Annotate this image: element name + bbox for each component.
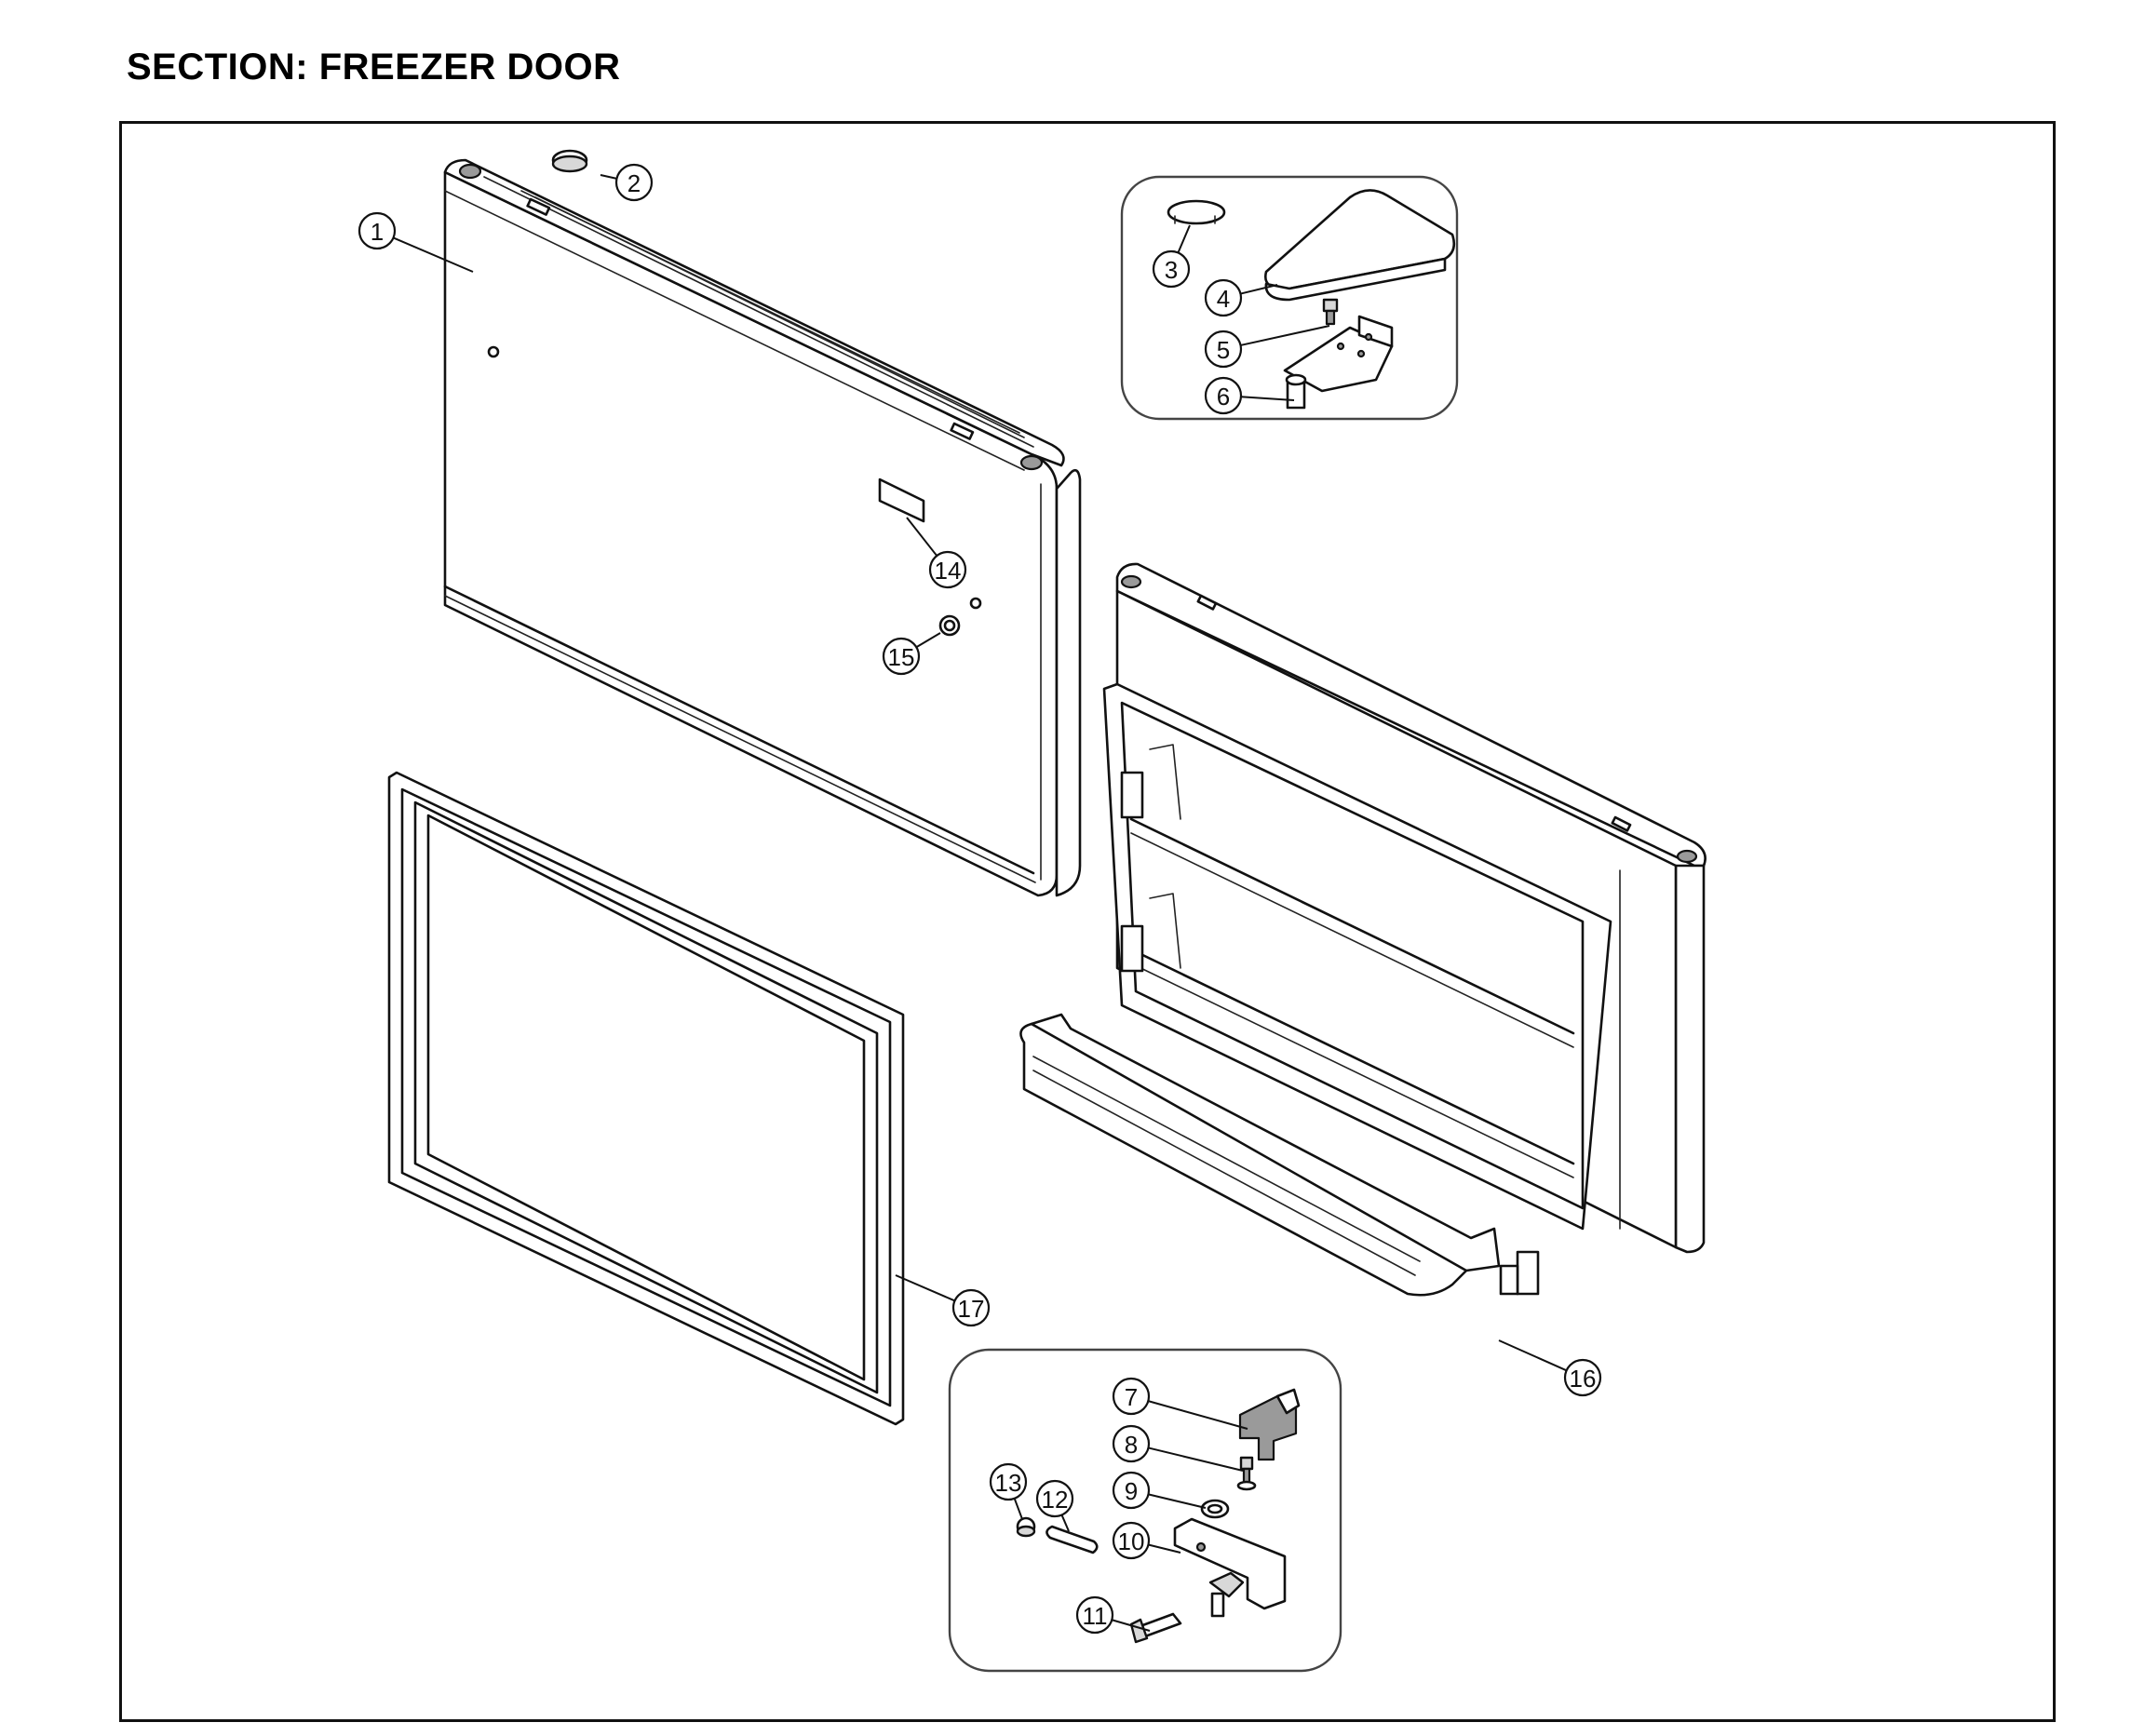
callout-5: 5 — [1204, 325, 1330, 369]
diagram-frame — [119, 121, 2056, 1722]
callout-leader-line — [1240, 284, 1278, 295]
lower-hinge-inset — [948, 1348, 1342, 1673]
callout-1: 1 — [358, 211, 474, 273]
callout-circle — [1204, 376, 1243, 415]
callout-9: 9 — [1112, 1471, 1207, 1510]
callout-circle — [882, 637, 921, 676]
callout-circle — [1204, 330, 1243, 369]
callout-number: 6 — [1217, 383, 1230, 410]
callout-leader-line — [1240, 396, 1295, 401]
callout-number: 4 — [1217, 285, 1230, 313]
door-gasket — [387, 771, 905, 1426]
callout-number: 17 — [958, 1295, 985, 1323]
callout-6: 6 — [1204, 376, 1295, 415]
callout-number: 8 — [1125, 1431, 1138, 1459]
callout-circle — [989, 1462, 1028, 1501]
callout-circle — [1112, 1377, 1151, 1416]
callout-leader-line — [1148, 1447, 1244, 1472]
callout-leader-line — [1148, 1543, 1181, 1554]
callout-leader-line — [1148, 1493, 1207, 1509]
callout-leader-line — [1013, 1498, 1023, 1520]
callout-17: 17 — [895, 1274, 991, 1327]
callout-number: 10 — [1118, 1527, 1145, 1555]
callout-number: 5 — [1217, 336, 1230, 364]
callout-number: 7 — [1125, 1383, 1138, 1411]
callout-leader-line — [600, 174, 617, 180]
callout-circle — [1112, 1521, 1151, 1560]
door-inner-liner — [1102, 562, 1707, 1254]
callout-circle — [1075, 1595, 1114, 1635]
callout-2: 2 — [600, 163, 654, 202]
callout-leader-line — [1111, 1619, 1151, 1632]
callout-7: 7 — [1112, 1377, 1248, 1430]
callout-number: 9 — [1125, 1477, 1138, 1505]
callout-12: 12 — [1035, 1479, 1074, 1532]
callout-16: 16 — [1498, 1339, 1602, 1397]
callout-circle — [1204, 278, 1243, 317]
callout-leader-line — [1240, 325, 1330, 346]
callout-leader-line — [1498, 1339, 1568, 1372]
callout-leader-line — [1177, 224, 1191, 253]
upper-hinge-inset — [1120, 175, 1459, 421]
callout-circle — [614, 163, 654, 202]
callout-number: 2 — [627, 169, 641, 197]
callout-15: 15 — [882, 632, 941, 676]
callout-circle — [1112, 1424, 1151, 1463]
callout-13: 13 — [989, 1462, 1028, 1520]
callout-number: 15 — [888, 643, 915, 671]
callout-number: 12 — [1042, 1486, 1069, 1514]
hinge-cap-part — [551, 149, 588, 173]
callout-circle — [1563, 1358, 1602, 1397]
door-outer-panel — [443, 158, 1082, 897]
page-title: SECTION: FREEZER DOOR — [127, 47, 621, 87]
callout-leader-line — [393, 236, 474, 273]
callout-number: 3 — [1165, 256, 1178, 284]
callout-circle — [1152, 249, 1191, 289]
callout-number: 11 — [1083, 1602, 1108, 1630]
callout-circle — [358, 211, 397, 250]
callout-leader-line — [1060, 1514, 1070, 1532]
callout-circle — [951, 1288, 991, 1327]
callout-circle — [1035, 1479, 1074, 1518]
door-bin — [1019, 1013, 1540, 1297]
callout-14: 14 — [906, 517, 967, 589]
callout-3: 3 — [1152, 224, 1191, 289]
callout-circle — [1112, 1471, 1151, 1510]
callout-4: 4 — [1204, 278, 1278, 317]
callout-10: 10 — [1112, 1521, 1181, 1560]
callout-number: 14 — [935, 557, 962, 585]
callout-leader-line — [915, 632, 941, 649]
callout-number: 16 — [1570, 1365, 1597, 1393]
callout-leader-line — [1148, 1400, 1248, 1430]
callout-number: 13 — [995, 1469, 1022, 1497]
callout-leader-line — [906, 517, 938, 557]
callout-number: 1 — [371, 218, 384, 246]
callout-leader-line — [895, 1274, 955, 1302]
callout-11: 11 — [1075, 1595, 1151, 1635]
callout-8: 8 — [1112, 1424, 1244, 1472]
callout-circle — [928, 550, 967, 589]
